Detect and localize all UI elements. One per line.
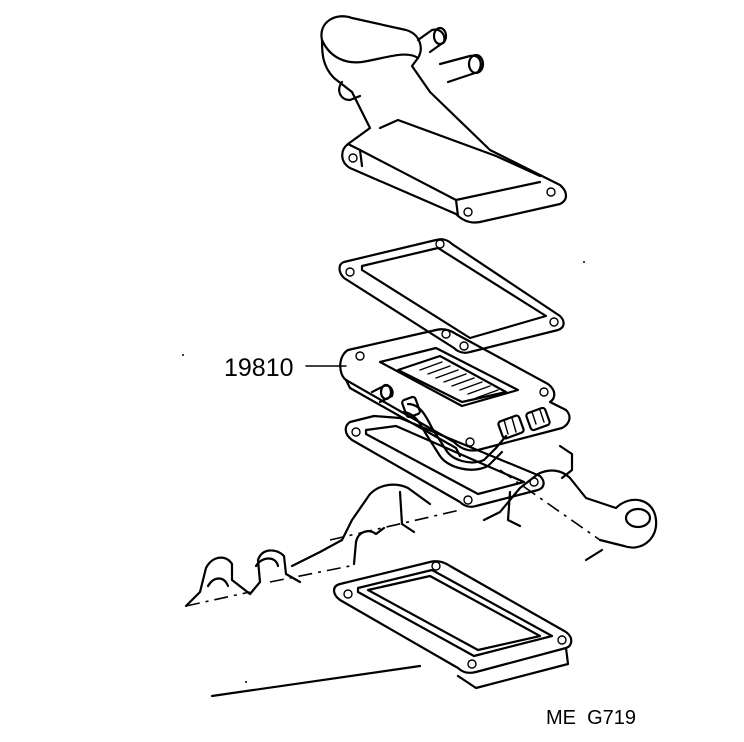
intake-connector: [320, 15, 568, 224]
ribbed-plate: [419, 361, 499, 399]
callout-19810: 19810: [224, 354, 347, 382]
part-number-label: 19810: [224, 354, 294, 382]
valve-body-assembly: [339, 328, 571, 471]
intake-manifold: [184, 444, 658, 698]
figure-code: ME G719: [546, 707, 636, 729]
sensor-connector: [497, 406, 551, 440]
upper-gasket: [338, 238, 565, 354]
